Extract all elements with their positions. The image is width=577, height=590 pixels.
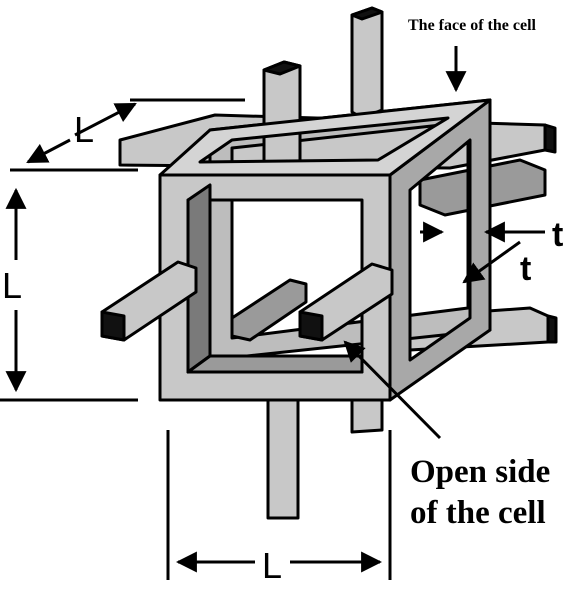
front-top-vertical-end [262, 60, 302, 76]
front-frame [158, 173, 392, 402]
front-struts [100, 260, 394, 342]
top-dimension-arrow-2 [26, 138, 71, 164]
thickness-label-2: t [520, 250, 531, 288]
back-top-vertical-strut [350, 6, 384, 120]
open-side-pointer [343, 340, 442, 440]
thickness-label-1: t [552, 216, 563, 254]
lower-right-strut-end [546, 314, 558, 344]
top-back-strut-end [543, 123, 557, 154]
dimension-lines [0, 46, 545, 580]
back-top-vertical-end [350, 6, 384, 21]
inner-lower-strut [230, 278, 308, 342]
top-length-label: L [74, 109, 94, 150]
thickness-arrow-2 [462, 240, 521, 284]
labels: The face of the cell L L L t t Open side… [2, 17, 563, 586]
left-front-strut-end [100, 310, 126, 342]
front-inner-bottom-depth [186, 354, 364, 374]
face-label: The face of the cell [408, 17, 537, 34]
left-length-label: L [2, 265, 22, 306]
bottom-length-label: L [262, 545, 282, 585]
top-dimension-arrow-1 [74, 102, 137, 137]
open-side-label-line1: Open side [410, 454, 550, 490]
open-side-label-line2: of the cell [410, 495, 546, 531]
middle-front-strut-end [298, 310, 324, 342]
